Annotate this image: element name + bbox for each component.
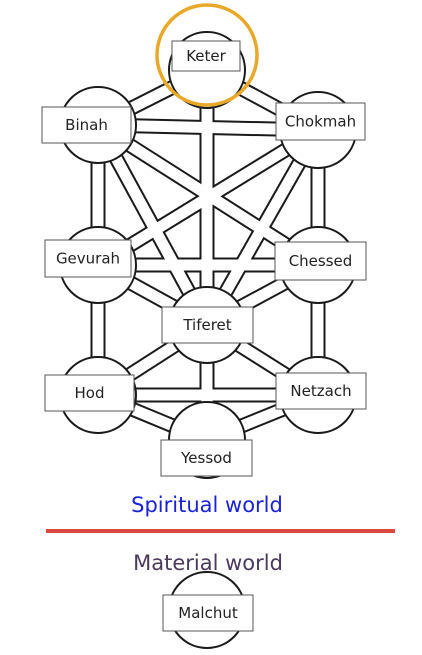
path-inner-chokmah-gevurah bbox=[95, 125, 321, 270]
malchut-label-box bbox=[162, 594, 254, 632]
keter-label: Keter bbox=[186, 47, 226, 65]
spiritual-world-label: Spiritual world bbox=[131, 493, 283, 517]
hod-label: Hod bbox=[75, 384, 105, 402]
gevurah-label: Gevurah bbox=[56, 250, 120, 268]
netzach-label: Netzach bbox=[290, 382, 351, 400]
gevurah-label-box bbox=[44, 239, 132, 278]
keter-highlight-ring bbox=[155, 3, 259, 107]
chokmah-label: Chokmah bbox=[285, 113, 356, 131]
chokmah-label-box bbox=[275, 102, 366, 141]
chessed-label-box bbox=[274, 241, 367, 281]
netzach-label-box bbox=[275, 372, 367, 410]
binah-label: Binah bbox=[65, 116, 108, 134]
material-world-label: Material world bbox=[133, 551, 283, 575]
tiferet-label-box bbox=[161, 306, 254, 344]
keter-label-box bbox=[171, 40, 241, 72]
binah-label-box bbox=[41, 106, 132, 144]
yessod-label-box bbox=[160, 439, 253, 477]
tiferet-label: Tiferet bbox=[182, 316, 231, 334]
malchut-label: Malchut bbox=[178, 604, 238, 622]
hod-label-box bbox=[44, 374, 135, 412]
yessod-label: Yessod bbox=[180, 449, 232, 467]
chessed-label: Chessed bbox=[289, 252, 353, 270]
